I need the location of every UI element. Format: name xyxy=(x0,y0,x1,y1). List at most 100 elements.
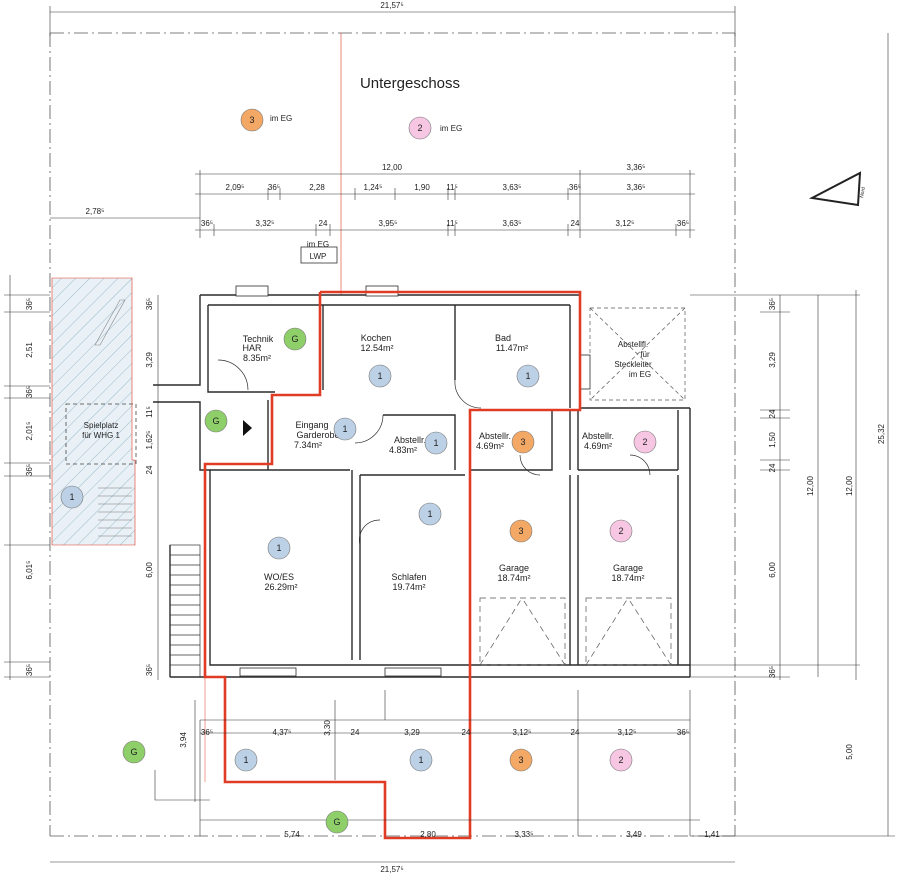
marker: 1 xyxy=(333,417,357,441)
room-technik-area: 8.35m² xyxy=(243,353,271,363)
dim-row3-4: 11⁵ xyxy=(446,219,458,228)
marker-label: 1 xyxy=(418,755,423,765)
plan-title: Untergeschoss xyxy=(360,75,460,92)
dim-right-500: 5,00 xyxy=(845,744,854,760)
dim-left-outer-2: 36⁵ xyxy=(25,386,34,398)
legend-marker-3-label: 3 xyxy=(249,115,254,125)
dim-left-inner-1: 3,29 xyxy=(145,352,154,368)
dim-row3-5: 3,63⁵ xyxy=(503,219,522,228)
dim-row1-right: 3,36⁵ xyxy=(627,163,646,172)
marker-label: 3 xyxy=(520,437,525,447)
dim-terrace-8: 36⁵ xyxy=(677,728,689,737)
room-abstellr1-name: Abstellr. xyxy=(394,435,426,445)
marker: 3 xyxy=(509,748,533,772)
dim-row2-4: 1,90 xyxy=(414,183,430,192)
room-garage2-name: Garage xyxy=(613,563,643,573)
dimension-row-1 xyxy=(195,170,695,238)
dim-row2-6: 3,63⁵ xyxy=(503,183,522,192)
entrance-arrow-icon xyxy=(243,420,252,436)
walls xyxy=(153,294,691,678)
dim-row2-7: 36⁵ xyxy=(569,183,581,192)
lwp-box xyxy=(300,246,338,264)
marker: 1 xyxy=(368,364,392,388)
dim-left-inner-0: 36⁵ xyxy=(145,298,154,310)
legend-marker-3: 3 xyxy=(240,108,264,132)
dim-bottom-3: 3,49 xyxy=(626,830,642,839)
dim-right-inner-4: 24 xyxy=(768,463,777,472)
room-abstellr2-area: 4.69m² xyxy=(584,441,612,451)
room-woes-area: 26.29m² xyxy=(264,582,297,592)
marker-label: 2 xyxy=(642,437,647,447)
dim-right-2532: 25,32 xyxy=(877,423,886,444)
legend-marker-2-label: 2 xyxy=(417,123,422,133)
dim-left-outer-1: 2,51 xyxy=(25,342,34,358)
marker-label: G xyxy=(212,416,219,426)
property-boundary xyxy=(49,32,736,837)
marker-label: 2 xyxy=(618,526,623,536)
dim-terrace-vert-a: 3,94 xyxy=(179,732,188,748)
marker-label: 1 xyxy=(433,438,438,448)
dim-row3-6: 24 xyxy=(571,219,580,228)
dim-bottom-0: 5,74 xyxy=(284,830,300,839)
abstellfl-line4: im EG xyxy=(629,370,651,379)
marker: 3 xyxy=(511,430,535,454)
dim-terrace-4: 24 xyxy=(462,728,471,737)
legend-text-3: im EG xyxy=(270,114,292,123)
north-label: Nord xyxy=(859,186,867,198)
room-eingang-area: 7.34m² xyxy=(294,440,322,450)
marker: G xyxy=(204,409,228,433)
dim-row3-1: 3,32⁵ xyxy=(256,219,275,228)
dim-bottom-4: 1,41 xyxy=(704,830,720,839)
marker: 1 xyxy=(234,748,258,772)
room-abstellr1-area: 4.83m² xyxy=(389,445,417,455)
marker: 1 xyxy=(267,536,291,560)
lwp-line2: LWP xyxy=(310,252,327,261)
room-schlafen-area: 19.74m² xyxy=(392,582,425,592)
dim-row2-8: 3,36⁵ xyxy=(627,183,646,192)
dim-terrace-3: 3,29 xyxy=(404,728,420,737)
marker-label: 1 xyxy=(427,509,432,519)
dim-left-inner-6: 36⁵ xyxy=(145,664,154,676)
marker: 1 xyxy=(409,748,433,772)
dim-left-inner-2: 11⁵ xyxy=(145,406,154,418)
lwp-line1: im EG xyxy=(307,240,329,249)
room-abstellr3-name: Abstellr. xyxy=(479,431,511,441)
dim-left-outer-0: 36⁵ xyxy=(25,298,34,310)
marker: 1 xyxy=(516,364,540,388)
dim-top-total: 21,57⁵ xyxy=(380,1,403,10)
marker: 1 xyxy=(60,485,84,509)
marker-label: G xyxy=(291,334,298,344)
dim-left-inner-5: 6,00 xyxy=(145,562,154,578)
dim-terrace-6: 24 xyxy=(571,728,580,737)
room-abstellr3-area: 4.69m² xyxy=(476,441,504,451)
room-technik-name: Technik xyxy=(243,334,274,344)
dimension-right-ticks xyxy=(690,294,895,837)
dim-bottom-1: 2,80 xyxy=(420,830,436,839)
dim-right-inner-0: 36⁵ xyxy=(768,298,777,310)
garage-doors xyxy=(479,597,672,666)
abstellfl-line2: für xyxy=(640,350,650,359)
room-schlafen-name: Schlafen xyxy=(391,572,426,582)
room-kochen-area: 12.54m² xyxy=(360,343,393,353)
dim-terrace-2: 24 xyxy=(351,728,360,737)
dim-row3-8: 36⁵ xyxy=(677,219,689,228)
door-swings xyxy=(217,359,651,546)
dim-right-12b: 12,00 xyxy=(845,475,854,496)
dimension-top-total xyxy=(49,6,736,36)
dimension-row-2-ticks xyxy=(267,188,569,200)
dim-right-12a: 12,00 xyxy=(806,475,815,496)
abstellfl-line1: Abstellfl. xyxy=(618,340,648,349)
dim-right-inner-6: 36⁵ xyxy=(768,666,777,678)
marker-label: G xyxy=(130,747,137,757)
room-garage3-area: 18.74m² xyxy=(497,573,530,583)
marker-label: 3 xyxy=(518,526,523,536)
dim-terrace-vert-b: 3,30 xyxy=(323,720,332,736)
room-woes-name: WO/ES xyxy=(264,572,294,582)
spielplatz-line1: Spielplatz xyxy=(84,421,119,430)
room-technik-name2: HAR xyxy=(242,343,262,353)
room-bad-area: 11.47m² xyxy=(496,343,528,353)
dim-row2-3: 1,24⁵ xyxy=(364,183,383,192)
legend-marker-2: 2 xyxy=(408,116,432,140)
room-garage3-name: Garage xyxy=(499,563,529,573)
